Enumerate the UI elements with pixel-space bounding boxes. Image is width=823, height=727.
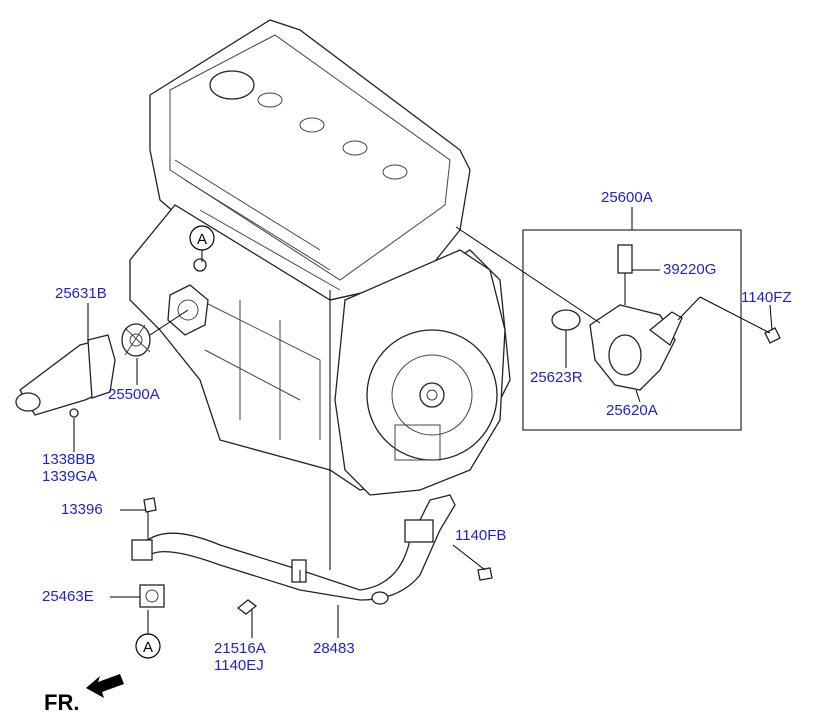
outlet-fitting (551, 244, 781, 391)
label-25500A: 25500A (108, 386, 160, 403)
ref-letter-bottom: A (143, 639, 153, 656)
label-1140FB: 1140FB (455, 527, 507, 544)
label-1140FZ: 1140FZ (741, 289, 792, 306)
label-1339GA: 1339GA (42, 468, 98, 485)
thermostat (121, 323, 151, 357)
ref-letter-top: A (197, 231, 207, 248)
label-25631B: 25631B (55, 285, 107, 302)
label-39220G: 39220G (663, 261, 717, 278)
direction-label: FR. (44, 690, 80, 715)
ref-circle-bottom (135, 633, 161, 659)
label-21516A: 21516A (214, 640, 266, 657)
thermostat-housing (15, 334, 116, 418)
label-25620A: 25620A (606, 402, 658, 419)
leader-lines (73, 207, 773, 638)
label-1338BB: 1338BB (42, 451, 96, 468)
label-25463E: 25463E (42, 588, 94, 605)
label-28483: 28483 (313, 640, 355, 657)
engine-block (129, 19, 511, 496)
direction-arrow-icon (86, 674, 124, 698)
label-1140EJ: 1140EJ (214, 657, 264, 674)
water-pipe (131, 494, 493, 615)
label-25600A: 25600A (601, 189, 653, 206)
label-13396: 13396 (61, 501, 103, 518)
label-25623R: 25623R (530, 369, 583, 386)
